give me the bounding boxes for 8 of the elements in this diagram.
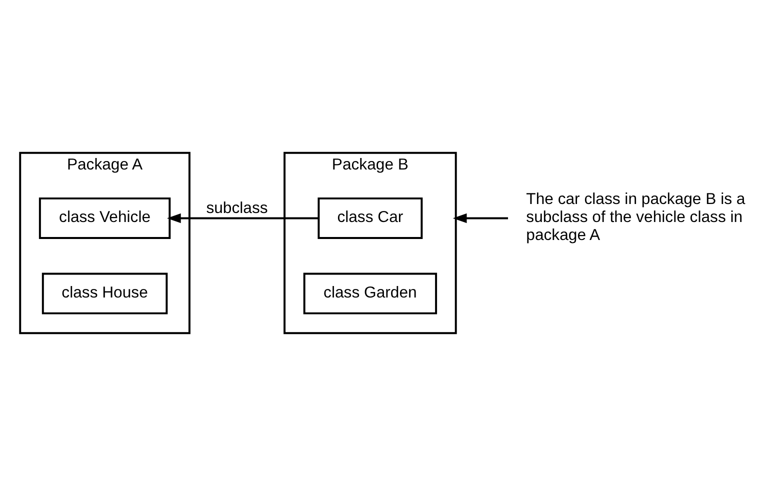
node-box: class Car <box>318 197 423 240</box>
node-text: The car class in package B is a subclass of the vehicle class in package A <box>526 191 746 244</box>
node-box: class House <box>42 272 168 314</box>
node-box: class Vehicle <box>38 197 171 240</box>
node-box: class Garden <box>303 272 438 314</box>
arrow <box>166 213 318 224</box>
edge-label: subclass <box>206 200 268 218</box>
arrow <box>452 213 508 224</box>
